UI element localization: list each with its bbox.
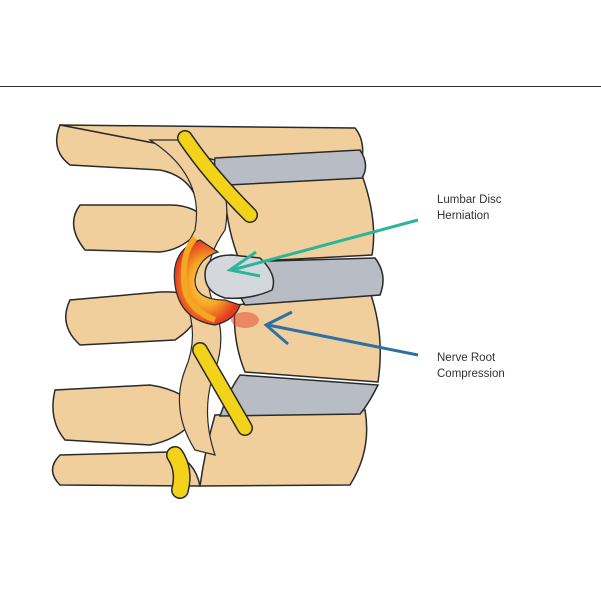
process-upper [72, 204, 217, 253]
compression-spot [231, 312, 259, 328]
top-divider-line [0, 86, 601, 87]
process-lower [52, 384, 207, 446]
herniation-arrow [226, 218, 419, 278]
herniation-label-line2: Herniation [437, 210, 490, 222]
disc-lower [218, 374, 380, 417]
nerve-label-line1: Nerve Root [437, 352, 496, 364]
herniation-bulge [204, 254, 275, 300]
vertebra-body-lower [199, 409, 368, 487]
nerve-arrow [263, 310, 419, 357]
nerve-label-line2: Compression [437, 368, 505, 380]
vertebra-body-middle [233, 291, 381, 383]
herniation-label-line1: Lumbar Disc [437, 194, 502, 206]
nerve-label: Nerve Root Compression [437, 350, 505, 382]
nerve-root-curved [180, 236, 217, 323]
herniation-label: Lumbar Disc Herniation [437, 192, 502, 224]
nerve-roots [166, 130, 258, 499]
intervertebral-discs [213, 149, 384, 417]
